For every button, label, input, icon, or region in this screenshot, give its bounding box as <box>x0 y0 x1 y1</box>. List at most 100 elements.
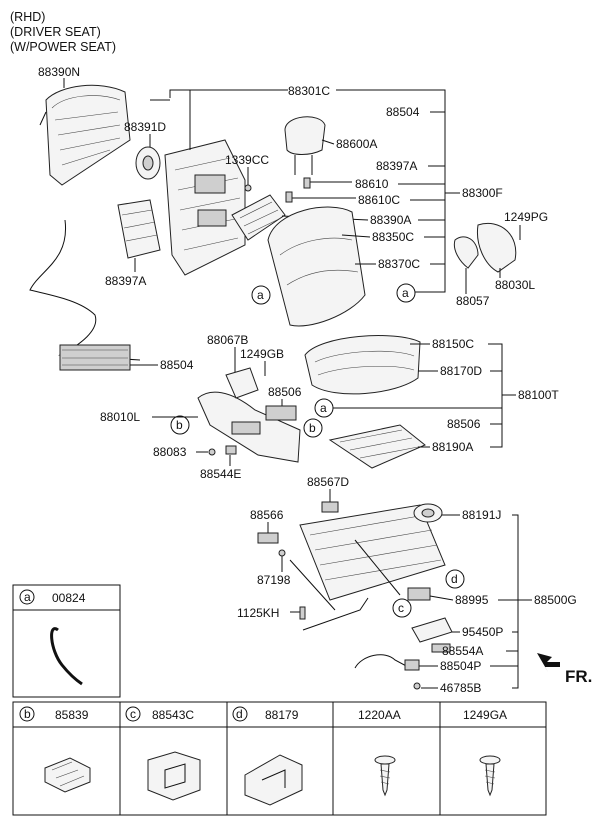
callout-a-right[interactable] <box>396 283 416 303</box>
callout-d-track[interactable] <box>445 569 465 589</box>
label-88150C[interactable]: 88150C <box>432 337 474 351</box>
legend-1220AA-part[interactable]: 1220AA <box>358 708 401 722</box>
legend-a-part[interactable]: 00824 <box>52 591 86 605</box>
bracket-88100T <box>488 343 503 448</box>
label-87198[interactable]: 87198 <box>257 573 291 587</box>
label-88995[interactable]: 88995 <box>455 593 489 607</box>
label-88504-top[interactable]: 88504 <box>386 105 420 119</box>
label-88567D[interactable]: 88567D <box>307 475 349 489</box>
label-88190A[interactable]: 88190A <box>432 440 473 454</box>
seat-cushion-drawing <box>304 335 421 395</box>
bolt-1125KH-drawing <box>299 606 306 620</box>
legend-a-letter: a <box>24 590 31 604</box>
label-88544E[interactable]: 88544E <box>200 467 241 481</box>
seat-back-cushion-drawing <box>267 206 366 327</box>
callout-b-switch[interactable] <box>303 418 323 438</box>
label-88566[interactable]: 88566 <box>250 508 284 522</box>
label-88030L[interactable]: 88030L <box>495 278 535 292</box>
legend-a-box: a 00824 <box>12 584 121 698</box>
legend-c-part[interactable]: 88543C <box>152 708 194 722</box>
lumbar-support-drawing <box>117 199 161 259</box>
label-46785B[interactable]: 46785B <box>440 681 481 695</box>
seat-back-frame-drawing <box>164 139 246 276</box>
module-95450P-drawing <box>411 617 453 643</box>
recliner-cover-drawing <box>453 223 517 273</box>
clip-87198-drawing <box>278 549 286 557</box>
callout-a-back[interactable] <box>251 285 271 305</box>
legend-b-letter: b <box>24 707 31 721</box>
harness-connector-drawing <box>59 344 131 371</box>
callout-c-track[interactable] <box>392 598 412 618</box>
legend-c-letter: c <box>130 707 136 721</box>
header-rhd: (RHD) <box>10 10 45 24</box>
label-88301C[interactable]: 88301C <box>288 84 330 98</box>
label-88010L[interactable]: 88010L <box>100 410 140 424</box>
wiring-harness-drawing <box>29 219 141 361</box>
clip-88083-drawing <box>208 448 216 456</box>
label-88397A-right[interactable]: 88397A <box>376 159 417 173</box>
seat-motor-drawing <box>413 503 443 523</box>
seat-track-frame-drawing <box>289 504 446 611</box>
side-cover-drawing <box>197 391 301 463</box>
label-1339CC[interactable]: 1339CC <box>225 153 269 167</box>
label-88504-mid[interactable]: 88504 <box>160 358 194 372</box>
callout-a-right-text: a <box>402 286 409 300</box>
screw-1249GA-icon <box>479 755 501 797</box>
clip-46785B-drawing <box>413 682 421 690</box>
legend-b-part[interactable]: 85839 <box>55 708 89 722</box>
knob-88544E-drawing <box>225 445 237 455</box>
label-88191J[interactable]: 88191J <box>462 508 501 522</box>
label-95450P[interactable]: 95450P <box>462 625 503 639</box>
callout-a-back-text: a <box>257 288 264 302</box>
label-88390N[interactable]: 88390N <box>38 65 80 79</box>
callout-b-side[interactable] <box>170 415 190 435</box>
pad-88554A-drawing <box>431 643 451 653</box>
label-88370C[interactable]: 88370C <box>378 257 420 271</box>
label-88397A-left[interactable]: 88397A <box>105 274 146 288</box>
legend-d-part[interactable]: 88179 <box>265 708 299 722</box>
headrest-drawing <box>284 116 326 175</box>
callout-b-switch-text: b <box>309 421 316 435</box>
harness-88504P-drawing <box>354 654 411 669</box>
bracket-88300F <box>336 89 446 293</box>
label-88500G[interactable]: 88500G <box>534 593 577 607</box>
header-driver-seat: (DRIVER SEAT) <box>10 25 101 39</box>
legend-d-letter: d <box>236 707 243 721</box>
label-88391D[interactable]: 88391D <box>124 120 166 134</box>
label-88610C[interactable]: 88610C <box>358 193 400 207</box>
recliner-motor-drawing <box>135 146 161 180</box>
label-88170D[interactable]: 88170D <box>440 364 482 378</box>
label-88554A[interactable]: 88554A <box>442 644 483 658</box>
label-88610[interactable]: 88610 <box>355 177 389 191</box>
label-88083[interactable]: 88083 <box>153 445 187 459</box>
callout-a-cushion-text: a <box>320 401 327 415</box>
label-88506-right[interactable]: 88506 <box>447 417 481 431</box>
bolt-1339CC-drawing <box>244 184 252 192</box>
module-88995-drawing <box>407 587 431 601</box>
label-1249GB[interactable]: 1249GB <box>240 347 284 361</box>
label-1125KH[interactable]: 1125KH <box>237 606 279 620</box>
label-88600A[interactable]: 88600A <box>336 137 377 151</box>
label-88350C[interactable]: 88350C <box>372 230 414 244</box>
legend-1249GA-part[interactable]: 1249GA <box>463 708 507 722</box>
switch-bracket-drawing <box>225 367 259 399</box>
label-88506-top[interactable]: 88506 <box>268 385 302 399</box>
screw-1220AA-icon <box>374 755 396 797</box>
label-88504P[interactable]: 88504P <box>440 659 481 673</box>
seat-switch-drawing <box>265 405 297 421</box>
bolt-88610C-drawing <box>285 191 293 203</box>
callout-b-side-text: b <box>176 418 183 432</box>
spring-clip-icon <box>50 627 83 686</box>
label-88300F[interactable]: 88300F <box>462 186 503 200</box>
label-88390A[interactable]: 88390A <box>370 213 411 227</box>
clip-88179-icon <box>244 754 303 806</box>
callout-c-track-text: c <box>398 601 404 615</box>
label-88100T[interactable]: 88100T <box>518 388 559 402</box>
label-1249PG[interactable]: 1249PG <box>504 210 548 224</box>
front-label: FR. <box>565 667 592 686</box>
cover-88567D-drawing <box>321 501 339 513</box>
label-88067B[interactable]: 88067B <box>207 333 248 347</box>
front-arrow-icon <box>537 653 560 672</box>
label-88057[interactable]: 88057 <box>456 294 490 308</box>
